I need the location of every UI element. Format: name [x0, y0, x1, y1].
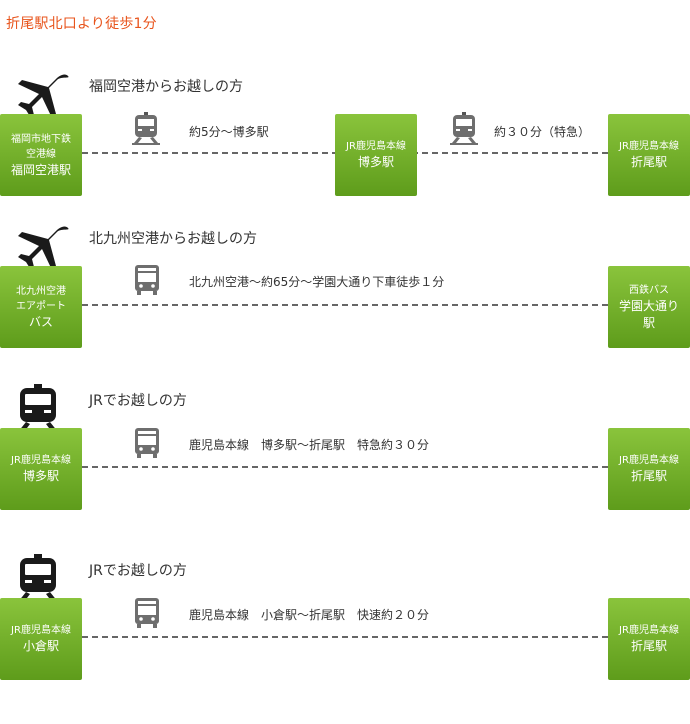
station-name: 学園大通り	[618, 298, 679, 313]
station-name: 折尾駅	[630, 469, 667, 483]
station-name: 博多駅	[22, 469, 59, 483]
station-box: JR鹿児島本線 折尾駅	[608, 598, 690, 680]
station-name: 福岡空港駅	[10, 162, 71, 177]
route-line	[82, 304, 608, 306]
route-line	[82, 636, 608, 638]
leg-text: 北九州空港～約65分～学園大通り下車徒歩１分	[189, 275, 445, 289]
leg-text: 鹿児島本線 博多駅～折尾駅 特急約３０分	[189, 438, 430, 452]
route-line	[82, 466, 608, 468]
leg-text: 鹿児島本線 小倉駅～折尾駅 快速約２０分	[189, 608, 430, 622]
station-name: 博多駅	[357, 155, 394, 169]
station-box: JR鹿児島本線 小倉駅	[0, 598, 82, 680]
station-name: 折尾駅	[630, 639, 667, 653]
station-box: JR鹿児島本線 博多駅	[335, 114, 417, 196]
airplane-icon	[14, 70, 70, 122]
section-heading: JRでお越しの方	[89, 393, 187, 409]
route-section-jr-hakata: JRでお越しの方 JR鹿児島本線 博多駅 JR鹿児島本線 折尾駅 鹿児島本線 博…	[0, 384, 690, 554]
station-line: 福岡市地下鉄	[11, 133, 71, 145]
station-box: 福岡市地下鉄 空港線 福岡空港駅	[0, 114, 82, 196]
leg-text: 約5分～博多駅	[189, 125, 269, 139]
station-name: 駅	[642, 315, 655, 330]
station-line: JR鹿児島本線	[11, 625, 71, 636]
station-line: JR鹿児島本線	[619, 625, 679, 636]
airplane-icon	[14, 222, 70, 274]
route-section-fukuoka-airport: 福岡空港からお越しの方 福岡市地下鉄 空港線 福岡空港駅 JR鹿児島本線 博多駅…	[0, 70, 690, 240]
bus-icon	[133, 264, 161, 298]
station-line: エアポート	[16, 300, 66, 312]
route-section-jr-kokura: JRでお越しの方 JR鹿児島本線 小倉駅 JR鹿児島本線 折尾駅 鹿児島本線 小…	[0, 554, 690, 724]
train-icon	[132, 112, 160, 146]
station-box: JR鹿児島本線 折尾駅	[608, 114, 690, 196]
bus-icon	[133, 427, 161, 461]
train-icon	[450, 112, 478, 146]
section-heading: 福岡空港からお越しの方	[89, 79, 243, 95]
station-line: 西鉄バス	[629, 284, 669, 296]
station-box: JR鹿児島本線 博多駅	[0, 428, 82, 510]
station-name: 折尾駅	[630, 155, 667, 169]
station-line: JR鹿児島本線	[11, 455, 71, 466]
section-heading: JRでお越しの方	[89, 563, 187, 579]
station-line: 北九州空港	[16, 285, 66, 297]
station-line: JR鹿児島本線	[346, 141, 406, 152]
station-name: 小倉駅	[22, 639, 59, 653]
station-line: 空港線	[26, 148, 56, 160]
station-box: 北九州空港 エアポート バス	[0, 266, 82, 348]
leg-text: 約３０分（特急）	[494, 125, 591, 139]
page-title: 折尾駅北口より徒歩1分	[6, 16, 157, 32]
station-line: JR鹿児島本線	[619, 141, 679, 152]
bus-icon	[133, 597, 161, 631]
station-box: 西鉄バス 学園大通り 駅	[608, 266, 690, 348]
section-heading: 北九州空港からお越しの方	[89, 231, 257, 247]
station-line: JR鹿児島本線	[619, 455, 679, 466]
station-box: JR鹿児島本線 折尾駅	[608, 428, 690, 510]
route-section-kitakyushu-airport: 北九州空港からお越しの方 北九州空港 エアポート バス 西鉄バス 学園大通り 駅…	[0, 222, 690, 392]
station-name: バス	[28, 314, 53, 329]
